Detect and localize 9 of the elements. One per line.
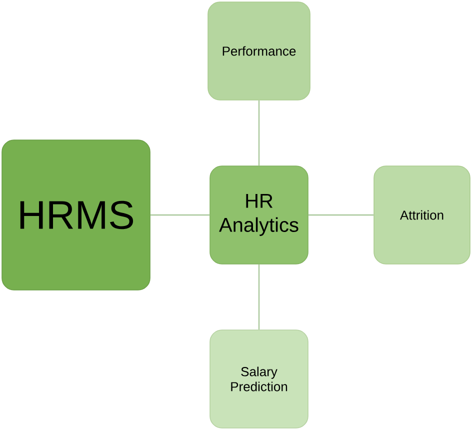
connector-line bbox=[308, 214, 374, 216]
connector-line bbox=[150, 214, 210, 216]
process-box: Salary Prediction bbox=[210, 330, 308, 428]
process-box: Attrition bbox=[374, 166, 470, 264]
process-box: Performance bbox=[208, 2, 310, 100]
connector-line bbox=[258, 100, 260, 166]
connector-line bbox=[258, 264, 260, 330]
process-box: HRMS bbox=[2, 140, 150, 290]
process-box: HR Analytics bbox=[210, 166, 308, 264]
